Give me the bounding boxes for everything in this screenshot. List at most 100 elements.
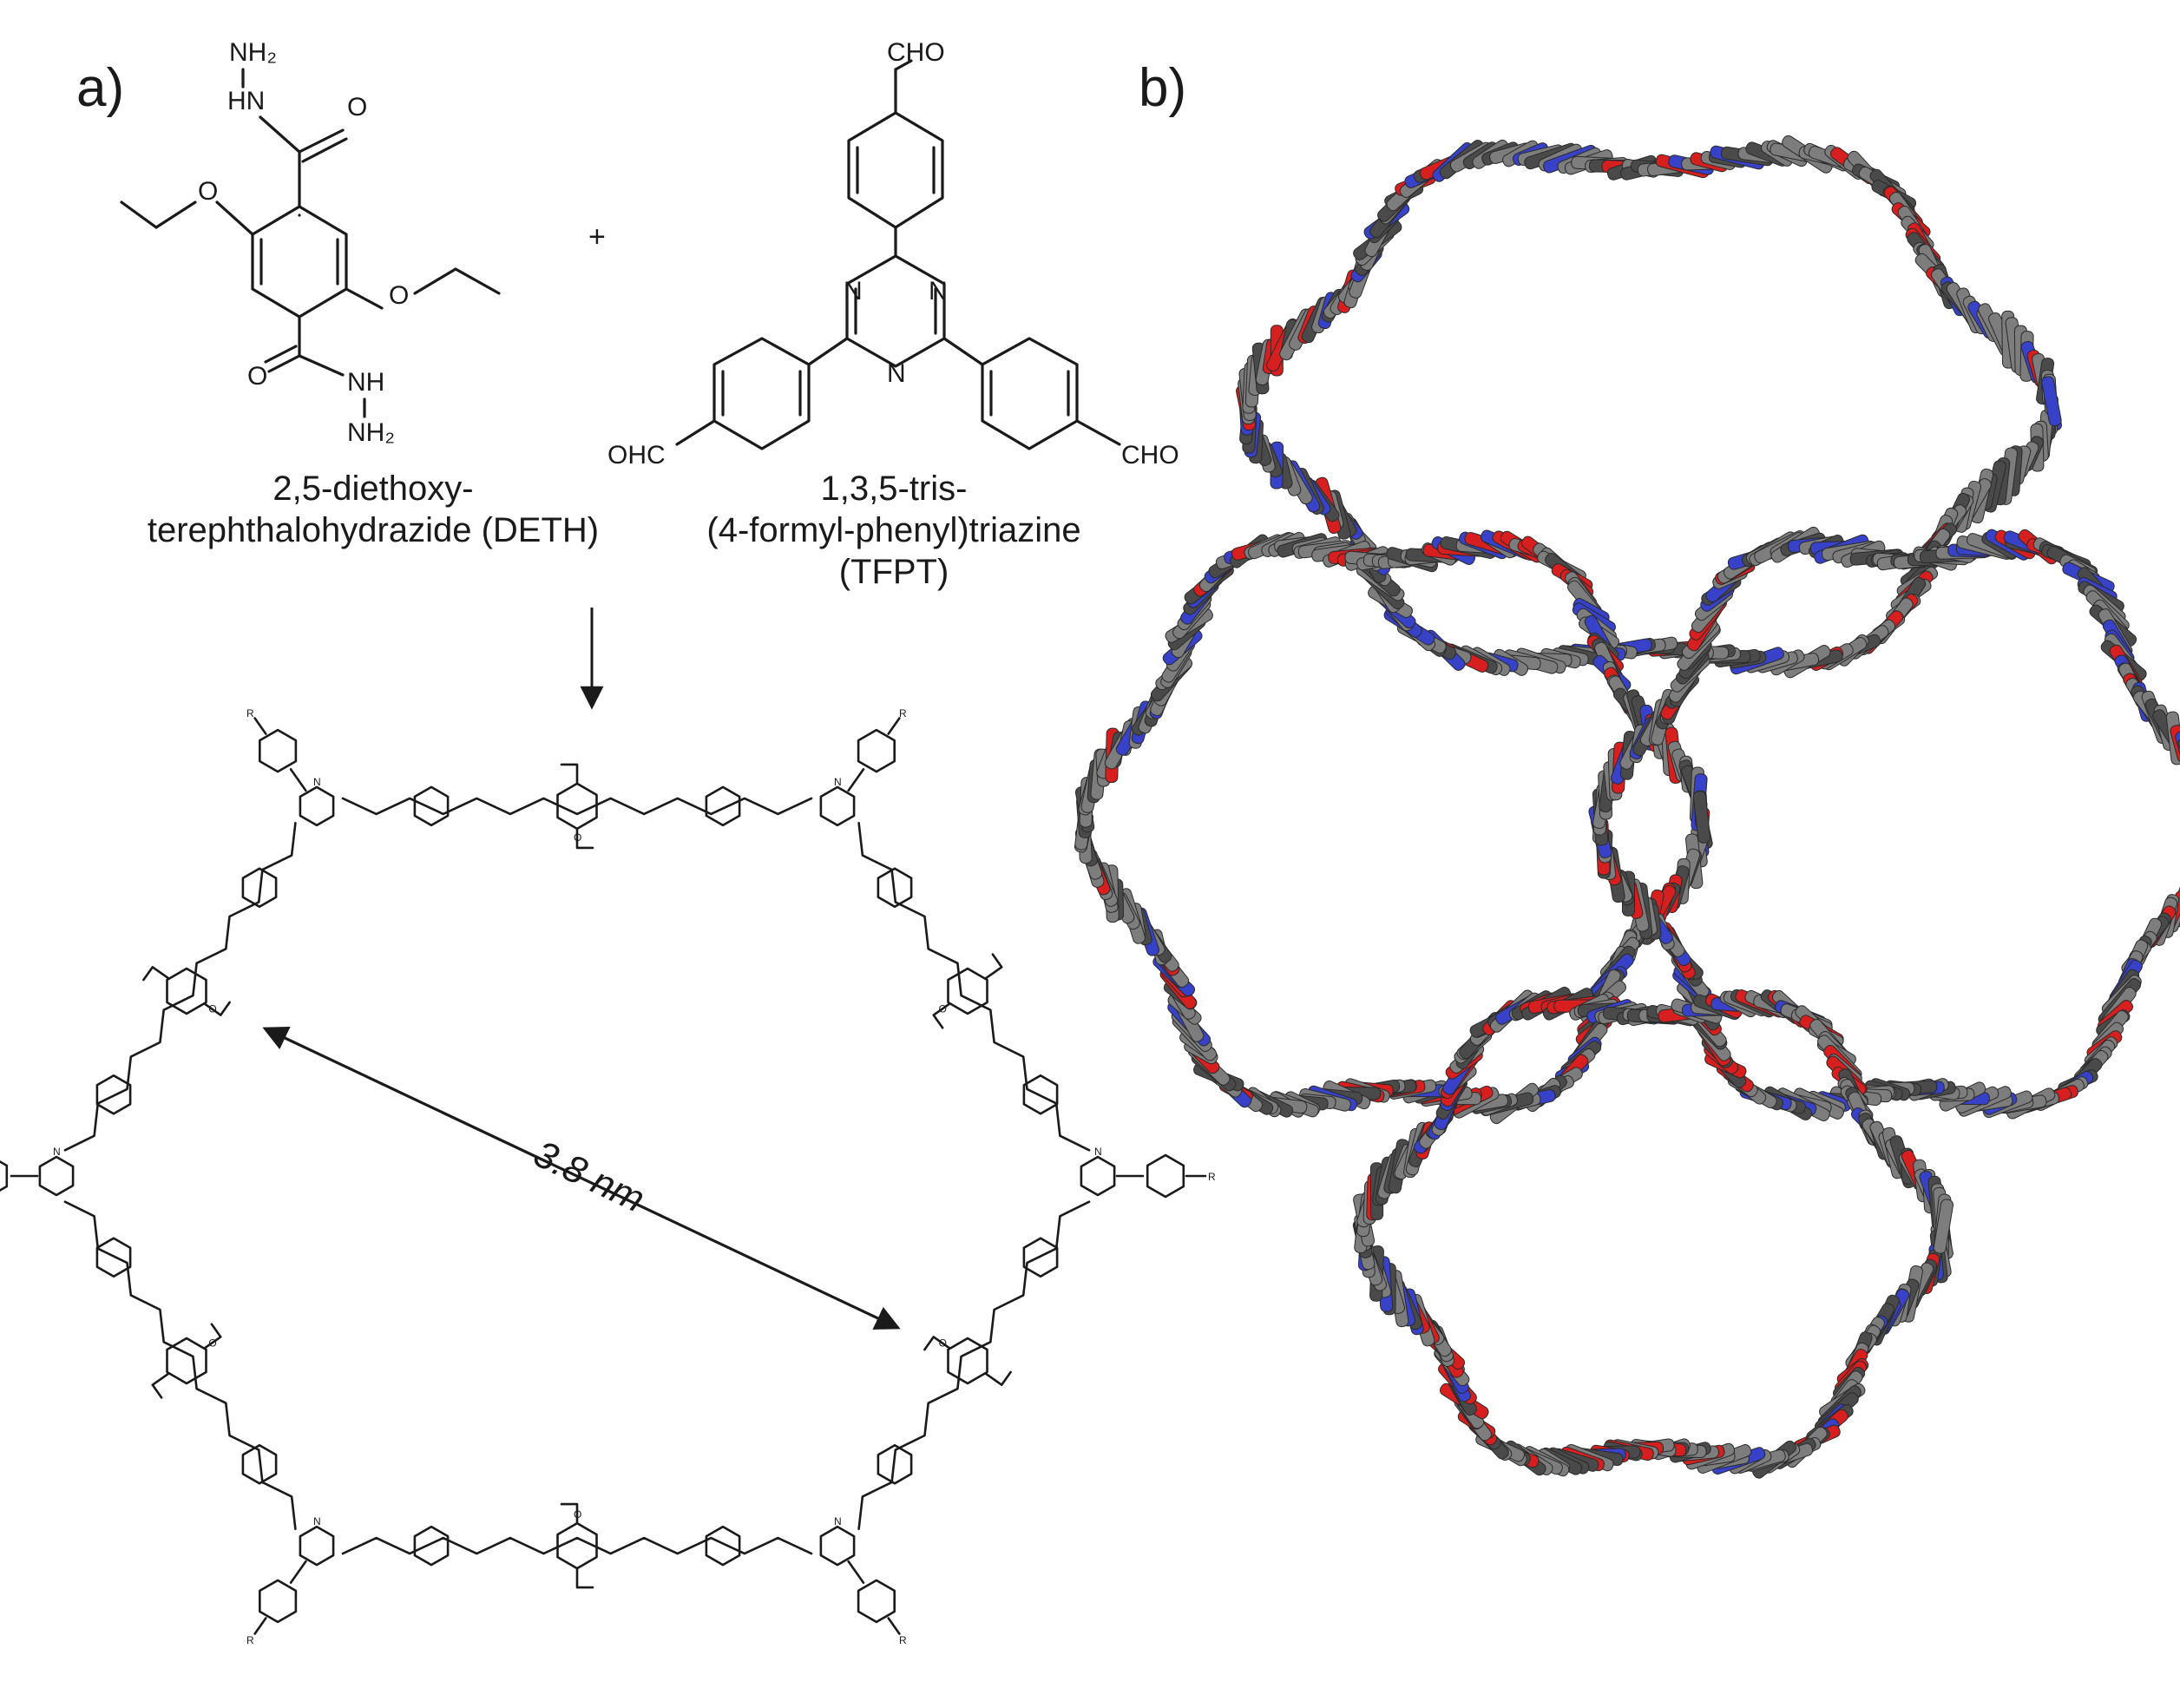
stacked-layer-segment: [1933, 1199, 1954, 1254]
triazine-n-label: N: [53, 1146, 61, 1158]
ethoxy-o-label: O: [939, 1003, 947, 1015]
triazine-node: [1080, 1155, 1116, 1197]
bond: [289, 768, 307, 792]
deth-structure: [120, 68, 501, 418]
pore-diameter-arrow: [262, 1027, 901, 1330]
tfpt-cho-top: CHO: [887, 38, 945, 67]
bond: [253, 717, 267, 735]
end-group-r: R: [246, 707, 254, 719]
phenyl-ring: [241, 867, 278, 908]
deth-o-bottom: O: [247, 362, 267, 391]
end-group-r: R: [899, 1634, 907, 1646]
ethoxy-group: [923, 1336, 951, 1351]
ethoxy-group: [560, 1502, 579, 1525]
bond: [289, 1560, 307, 1584]
bond: [887, 1617, 901, 1635]
deth-nh2-bottom: NH₂: [347, 418, 395, 447]
triazine-node: [819, 785, 856, 827]
phenyl-ring: [877, 867, 913, 908]
tfpt-name-line2: (4-formyl-phenyl)triazine: [706, 511, 1080, 549]
phenyl-ring: [0, 1159, 9, 1192]
deth-nh-bottom: NH: [347, 368, 384, 397]
triazine-node: [299, 1525, 335, 1567]
deth-ring: [556, 782, 598, 831]
stacked-layer-segment: [2175, 731, 2180, 768]
hydrazone-linker: [341, 1536, 813, 1555]
stacked-layer-segment: [2170, 725, 2180, 763]
tfpt-n-left: N: [844, 277, 863, 305]
deth-name-line2: terephthalohydrazide (DETH): [148, 511, 599, 549]
phenyl-ring: [877, 1444, 913, 1485]
deth-hn-top: HN: [227, 87, 265, 115]
ethoxy-group: [203, 1323, 222, 1350]
hydrazone-linker: [857, 1200, 1091, 1530]
ethoxy-o-label: O: [574, 1508, 581, 1521]
cof-pore-structure: NRNRNRNRNRNROOOOOO: [0, 707, 1216, 1646]
deth-name-line1: 2,5-diethoxy-: [272, 470, 473, 508]
phenyl-ring: [1146, 1153, 1185, 1199]
end-group-r: R: [899, 707, 907, 719]
triazine-node: [299, 785, 335, 827]
phenyl-ring: [258, 728, 298, 773]
hydrazone-linker: [63, 821, 297, 1152]
phenyl-ring: [705, 785, 741, 827]
ethoxy-group: [984, 1370, 1012, 1386]
tfpt-name-line3: (TFPT): [839, 553, 949, 591]
ethoxy-group: [560, 763, 579, 785]
phenyl-ring: [95, 1237, 132, 1278]
deth-ring: [556, 1521, 598, 1570]
deth-ring: [947, 967, 988, 1015]
triazine-n-label: N: [313, 1515, 321, 1527]
phenyl-ring: [705, 1525, 741, 1567]
phenyl-ring: [413, 785, 450, 827]
ethoxy-o-label: O: [574, 831, 581, 844]
deth-ring: [166, 967, 207, 1015]
triazine-n-label: N: [313, 776, 321, 788]
pore-diameter-label: 3.8 nm: [528, 1133, 652, 1221]
ethoxy-group: [142, 966, 170, 982]
phenyl-ring: [258, 1579, 298, 1624]
deth-o-top: O: [347, 93, 367, 122]
tfpt-name-line1: 1,3,5-tris-: [821, 470, 968, 508]
phenyl-ring: [95, 1074, 132, 1115]
hydrazone-linker: [341, 797, 813, 816]
stacked-layer-segment: [2041, 376, 2062, 427]
ethoxy-group: [575, 1567, 594, 1589]
end-group-r: R: [246, 1634, 254, 1646]
phenyl-ring: [857, 728, 896, 773]
deth-ring: [166, 1337, 207, 1385]
deth-nh2-top: NH₂: [229, 38, 277, 67]
phenyl-ring: [1022, 1074, 1059, 1115]
tfpt-n-bottom: N: [887, 359, 906, 388]
phenyl-ring: [857, 1579, 896, 1624]
cof-3d-model: [1074, 135, 2180, 1479]
ethoxy-group: [984, 953, 1003, 980]
hydrazone-linker: [857, 821, 1091, 1152]
ethoxy-group: [151, 1372, 170, 1399]
bond: [847, 1560, 865, 1584]
panel-b-label: b): [1139, 58, 1186, 118]
triazine-n-label: N: [834, 776, 842, 788]
panel-a-label: a): [76, 58, 124, 118]
triazine-node: [38, 1155, 75, 1197]
ethoxy-o-label: O: [208, 1337, 216, 1349]
plus-sign: +: [588, 220, 606, 253]
tfpt-ohc-left: OHC: [607, 441, 666, 470]
ethoxy-o-label: O: [208, 1003, 216, 1015]
hydrazone-linker: [63, 1200, 297, 1530]
tfpt-structure: [675, 59, 1121, 450]
deth-ring: [947, 1337, 988, 1385]
deth-o-left: O: [198, 177, 218, 206]
ethoxy-group: [203, 1001, 231, 1016]
bond: [887, 717, 901, 735]
phenyl-ring: [1022, 1237, 1059, 1278]
end-group-r: R: [1208, 1171, 1216, 1183]
triazine-n-label: N: [834, 1515, 842, 1527]
ethoxy-o-label: O: [939, 1337, 947, 1349]
phenyl-ring: [413, 1525, 450, 1567]
tfpt-n-right: N: [929, 277, 948, 305]
phenyl-ring: [241, 1444, 278, 1485]
bond: [253, 1617, 267, 1635]
tfpt-cho-right: CHO: [1121, 441, 1179, 470]
